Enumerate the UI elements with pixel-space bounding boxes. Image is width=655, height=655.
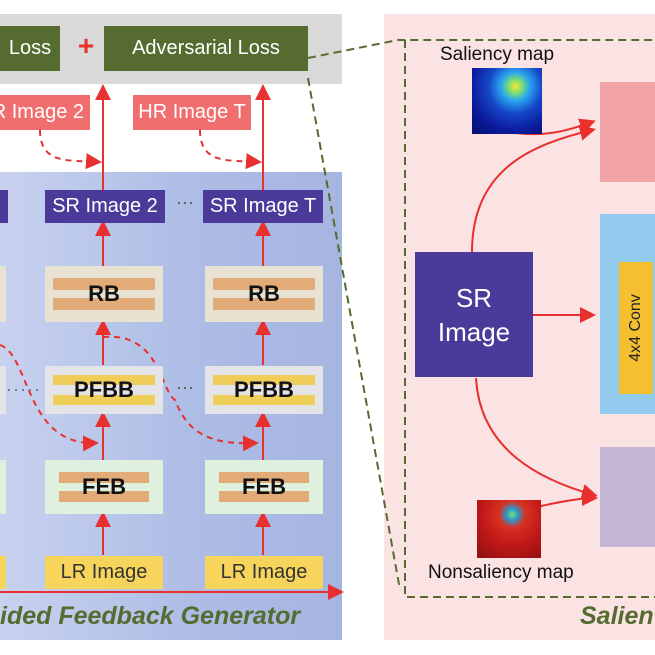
rb-stripe bbox=[53, 278, 155, 290]
dashed-arrow bbox=[199, 129, 262, 170]
sr-image-t: SR Image T bbox=[203, 190, 323, 223]
saliency-map-label: Saliency map bbox=[440, 44, 555, 65]
zoom-line-left bbox=[404, 40, 655, 598]
feb-stripe bbox=[219, 472, 309, 483]
rb-label: RB bbox=[248, 281, 280, 306]
sr-ellipsis: ··· bbox=[176, 192, 194, 212]
feb-stripe bbox=[59, 472, 149, 483]
feb-stripe bbox=[219, 491, 309, 502]
plus-sign: + bbox=[77, 30, 95, 61]
saliency-branch-box bbox=[600, 82, 655, 182]
pfbb-block: PFBB bbox=[45, 366, 163, 414]
pfbb-stripe bbox=[53, 375, 155, 385]
disc-arrow bbox=[471, 125, 596, 253]
saliency-map-image bbox=[472, 68, 542, 134]
nonsaliency-branch-box bbox=[600, 447, 655, 547]
nonsaliency-map-label: Nonsaliency map bbox=[428, 562, 574, 583]
disc-arrow bbox=[475, 377, 598, 500]
feedback-arrow bbox=[0, 344, 99, 452]
generator-title: ided Feedback Generator bbox=[0, 602, 301, 630]
pfbb-block-partial bbox=[0, 366, 6, 414]
rb-stripe bbox=[213, 278, 315, 290]
feedback-arrow bbox=[102, 335, 259, 452]
lr-image: LR Image bbox=[45, 556, 163, 589]
feb-block-partial bbox=[0, 460, 6, 514]
hr-image-2: HR Image 2 bbox=[0, 95, 90, 130]
zoom-line-top bbox=[307, 39, 655, 59]
rb-label: RB bbox=[88, 281, 120, 306]
nonsaliency-map-image bbox=[477, 500, 541, 558]
feb-block: FEB bbox=[205, 460, 323, 514]
rb-stripe bbox=[53, 298, 155, 310]
discriminator-title: Salien bbox=[580, 602, 654, 630]
sr-image-disc-line2: Image bbox=[437, 316, 511, 347]
pfbb-stripe bbox=[213, 395, 315, 405]
dashed-arrow bbox=[39, 129, 102, 170]
rb-block: RB bbox=[45, 266, 163, 322]
pfbb-label: PFBB bbox=[74, 377, 134, 402]
feb-label: FEB bbox=[242, 474, 286, 499]
lr-image-partial bbox=[0, 556, 6, 589]
feb-label: FEB bbox=[82, 474, 126, 499]
pfbb-label: PFBB bbox=[234, 377, 294, 402]
conv-layer: 4x4 Conv bbox=[619, 262, 653, 394]
rb-block: RB bbox=[205, 266, 323, 322]
lr-image: LR Image bbox=[205, 556, 323, 589]
adversarial-loss-box: Adversarial Loss bbox=[104, 26, 308, 71]
sr-image-disc-line1: SR bbox=[455, 282, 493, 313]
conv-label: 4x4 Conv bbox=[627, 294, 644, 362]
zoom-line-bottom bbox=[307, 77, 401, 591]
sr-image-disc: SR Image bbox=[415, 252, 533, 377]
feb-block: FEB bbox=[45, 460, 163, 514]
rb-block-partial bbox=[0, 266, 6, 322]
pfbb-block: PFBB bbox=[205, 366, 323, 414]
sr-image-1-partial bbox=[0, 190, 8, 223]
hr-image-t: HR Image T bbox=[133, 95, 251, 130]
rb-stripe bbox=[213, 298, 315, 310]
loss-box: Loss bbox=[0, 26, 60, 71]
feb-stripe bbox=[59, 491, 149, 502]
pfbb-ellipsis: ··· bbox=[176, 377, 194, 397]
pfbb-stripe bbox=[53, 395, 155, 405]
pfbb-stripe bbox=[213, 375, 315, 385]
sr-image-2: SR Image 2 bbox=[45, 190, 165, 223]
